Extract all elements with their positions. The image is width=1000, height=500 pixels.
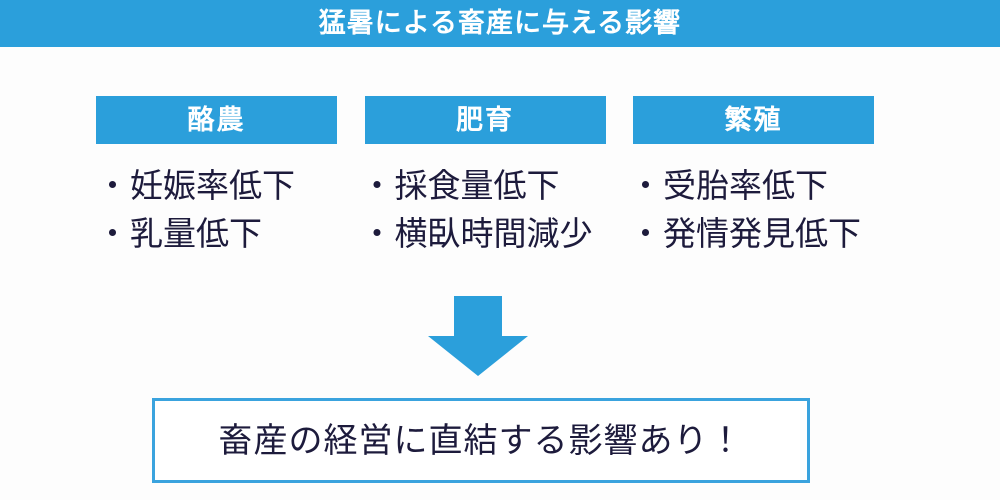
bullet-icon: ・ xyxy=(629,214,662,252)
category-header-label: 繁殖 xyxy=(724,104,783,135)
list-item-label: 受胎率低下 xyxy=(663,167,828,204)
list-item: ・ 妊娠率低下 xyxy=(96,162,337,210)
page-title: 猛暑による畜産に与える影響 xyxy=(318,8,682,38)
list-item-label: 発情発見低下 xyxy=(663,214,861,252)
conclusion-text: 畜産の経営に直結する影響あり！ xyxy=(218,421,744,460)
category-header-label: 肥育 xyxy=(456,104,514,135)
category-column-fattening: 肥育 ・ 採食量低下 ・ 横臥時間減少 xyxy=(361,96,606,286)
category-header-label: 酪農 xyxy=(187,104,246,135)
category-column-reproduction: 繁殖 ・ 受胎率低下 ・ 発情発見低下 xyxy=(629,96,874,286)
category-column-dairy: 酪農 ・ 妊娠率低下 ・ 乳量低下 xyxy=(96,96,337,286)
list-item-label: 横臥時間減少 xyxy=(394,214,593,252)
list-item: ・ 受胎率低下 xyxy=(629,162,874,210)
category-items-dairy: ・ 妊娠率低下 ・ 乳量低下 xyxy=(96,144,337,258)
list-item-label: 採食量低下 xyxy=(394,167,560,204)
category-header-fattening: 肥育 xyxy=(364,96,606,144)
category-items-reproduction: ・ 受胎率低下 ・ 発情発見低下 xyxy=(629,144,874,258)
category-header-dairy: 酪農 xyxy=(96,96,337,144)
bullet-icon: ・ xyxy=(360,167,394,204)
bullet-icon: ・ xyxy=(96,167,129,204)
list-item: ・ 発情発見低下 xyxy=(629,210,874,258)
list-item: ・ 採食量低下 xyxy=(361,162,606,210)
bullet-icon: ・ xyxy=(96,214,129,252)
list-item: ・ 横臥時間減少 xyxy=(361,210,606,258)
list-item: ・ 乳量低下 xyxy=(96,210,337,258)
list-item-label: 妊娠率低下 xyxy=(130,167,295,204)
bullet-icon: ・ xyxy=(629,167,662,204)
list-item-label: 乳量低下 xyxy=(130,214,262,252)
arrow-down-icon xyxy=(428,296,528,376)
bullet-icon: ・ xyxy=(360,214,394,252)
category-header-reproduction: 繁殖 xyxy=(633,96,874,144)
slide-title-band: 猛暑による畜産に与える影響 xyxy=(0,0,1000,47)
conclusion-box: 畜産の経営に直結する影響あり！ xyxy=(152,398,810,483)
category-items-fattening: ・ 採食量低下 ・ 横臥時間減少 xyxy=(361,144,606,258)
category-columns: 酪農 ・ 妊娠率低下 ・ 乳量低下 肥育 ・ 採食量低下 xyxy=(96,96,874,286)
